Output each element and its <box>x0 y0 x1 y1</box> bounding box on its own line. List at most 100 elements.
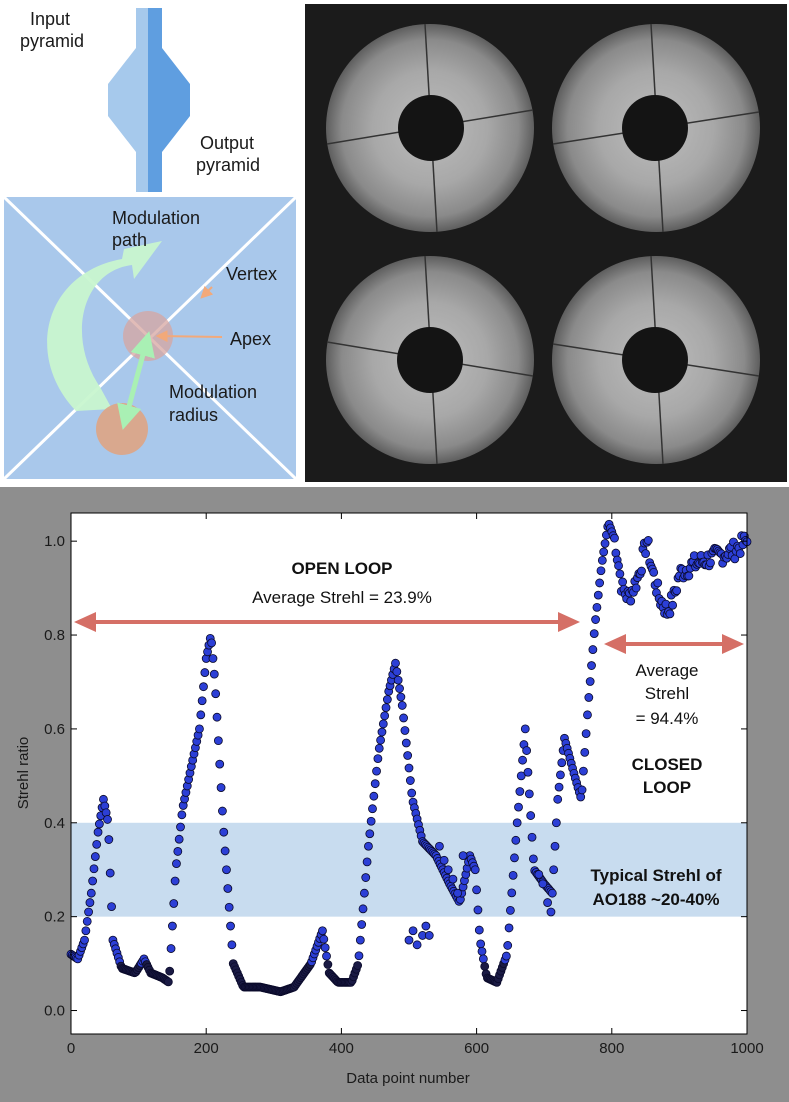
strehl-point <box>556 770 565 780</box>
strehl-point <box>649 567 659 577</box>
strehl-point <box>641 549 650 559</box>
strehl-point <box>216 783 226 792</box>
strehl-point <box>80 935 89 945</box>
strehl-point <box>88 876 98 886</box>
closed-loop-title-line2: LOOP <box>643 778 691 797</box>
strehl-point <box>478 954 488 964</box>
strehl-point <box>476 939 486 949</box>
strehl-point <box>631 583 641 593</box>
strehl-point <box>211 689 221 699</box>
strehl-point <box>89 864 99 874</box>
strehl-point <box>448 874 458 884</box>
pupil-top-right <box>552 23 760 233</box>
modulation-radius-arrow <box>117 331 155 430</box>
strehl-point <box>196 710 206 720</box>
strehl-point <box>396 692 406 702</box>
strehl-point <box>421 921 431 931</box>
strehl-point <box>199 682 208 692</box>
y-tick-label: 1.0 <box>44 533 65 550</box>
strehl-point <box>526 811 536 820</box>
strehl-point <box>176 822 185 832</box>
strehl-point <box>358 904 368 914</box>
y-tick-label: 0.2 <box>44 909 65 926</box>
strehl-point <box>163 977 173 987</box>
strehl-point <box>195 724 204 734</box>
strehl-point <box>599 547 609 557</box>
strehl-point <box>220 846 230 856</box>
strehl-point <box>576 792 586 802</box>
strehl-points <box>66 519 752 997</box>
closed-average-line2: Strehl <box>645 684 689 703</box>
strehl-point <box>395 684 404 693</box>
y-axis-label: Strehl ratio <box>15 737 32 810</box>
strehl-point <box>355 935 365 945</box>
strehl-point <box>473 905 483 915</box>
pupil-bottom-left <box>326 255 534 465</box>
strehl-point <box>222 865 231 875</box>
strehl-point <box>362 857 372 867</box>
modulation-diagram-graphic <box>4 197 296 479</box>
open-loop-arrow <box>74 612 580 632</box>
strehl-point <box>610 533 619 543</box>
modulation-radius-label-line2: radius <box>169 405 219 425</box>
strehl-point <box>400 726 410 735</box>
strehl-point <box>480 962 490 971</box>
strehl-point <box>172 859 181 869</box>
strehl-point <box>518 755 527 765</box>
modulation-radius-label-line1: Modulation <box>169 382 258 402</box>
strehl-point <box>443 865 453 875</box>
strehl-point <box>597 556 607 565</box>
strehl-point <box>323 960 333 969</box>
strehl-point <box>397 701 407 710</box>
strehl-point <box>167 921 177 931</box>
strehl-point <box>523 767 533 777</box>
strehl-point <box>81 926 91 936</box>
output-pyramid-half <box>148 8 190 192</box>
pupil-bottom-right <box>552 255 760 465</box>
strehl-point <box>319 934 329 944</box>
x-tick-label: 1000 <box>730 1040 763 1057</box>
strehl-point <box>653 578 663 588</box>
strehl-point <box>372 766 381 776</box>
strehl-point <box>504 923 514 933</box>
strehl-point <box>170 876 180 886</box>
strehl-point <box>522 746 532 755</box>
strehl-point <box>585 677 595 686</box>
strehl-point <box>643 536 653 545</box>
strehl-point <box>589 629 599 639</box>
strehl-point <box>684 571 694 581</box>
strehl-point <box>477 946 487 956</box>
strehl-point <box>165 966 175 976</box>
pupil-top-left <box>326 23 534 233</box>
strehl-point <box>512 818 522 828</box>
strehl-point <box>392 667 402 677</box>
y-tick-label: 0.4 <box>44 815 65 832</box>
strehl-point <box>370 779 380 789</box>
strehl-point <box>614 561 623 571</box>
strehl-point <box>177 810 187 820</box>
strehl-point <box>600 539 610 548</box>
strehl-point <box>227 940 237 950</box>
strehl-point <box>377 727 387 737</box>
strehl-point <box>538 879 548 889</box>
strehl-point <box>84 907 93 917</box>
strehl-point <box>580 747 590 757</box>
y-axis-ticks: 0.00.20.40.60.81.0 <box>44 533 747 1020</box>
x-tick-label: 400 <box>329 1040 354 1057</box>
strehl-point <box>439 855 449 865</box>
strehl-point <box>595 578 605 588</box>
strehl-point <box>85 898 95 907</box>
strehl-point <box>668 600 678 610</box>
strehl-point <box>510 853 519 863</box>
open-loop-average: Average Strehl = 23.9% <box>252 588 432 607</box>
strehl-point <box>551 818 561 828</box>
strehl-point <box>549 865 559 875</box>
strehl-point <box>218 806 227 816</box>
strehl-point <box>94 819 104 829</box>
strehl-point <box>93 827 103 837</box>
strehl-point <box>207 638 217 648</box>
strehl-point <box>458 851 468 861</box>
strehl-point <box>212 712 222 722</box>
pupil-camera-image <box>305 4 787 482</box>
x-tick-label: 200 <box>194 1040 219 1057</box>
